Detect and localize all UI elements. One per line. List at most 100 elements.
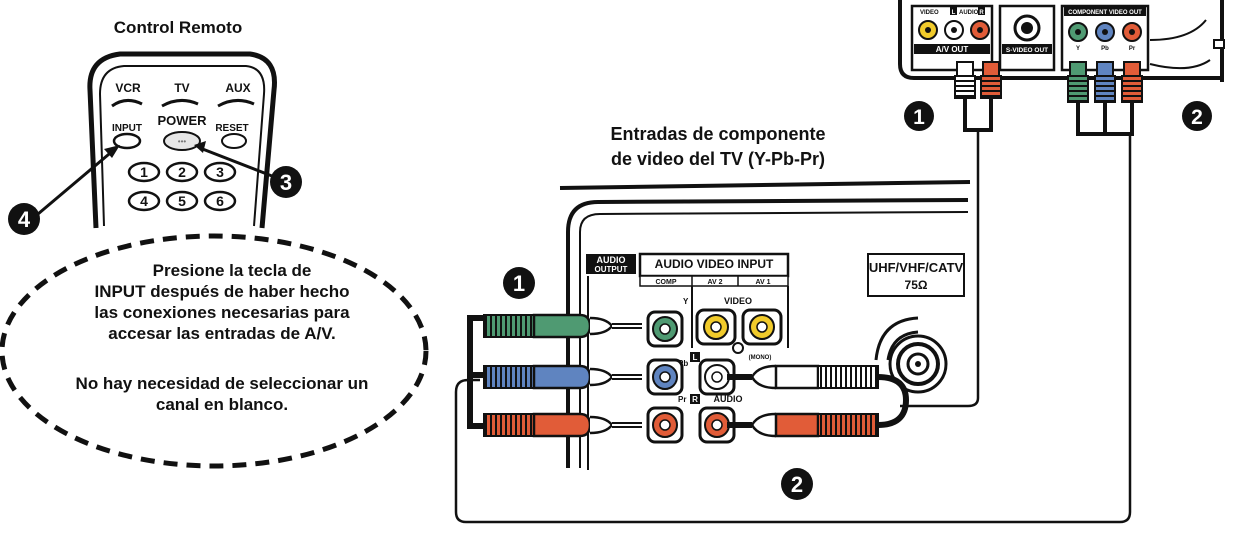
antenna-label-line-2: 75Ω bbox=[905, 278, 928, 292]
key-3[interactable] bbox=[203, 161, 237, 183]
note-bubble: Presione la tecla de INPUT después de ha… bbox=[0, 233, 429, 469]
key-5-label: 5 bbox=[178, 193, 186, 209]
src-pr-jack-pin bbox=[1129, 29, 1135, 35]
reset-button[interactable] bbox=[221, 133, 247, 149]
tv-audio-l-jack-center bbox=[711, 371, 723, 383]
cable-runs bbox=[454, 130, 1132, 524]
svideo-jack-core bbox=[1021, 22, 1033, 34]
component-out-label: COMPONENT VIDEO OUT bbox=[1068, 10, 1142, 16]
src-audio-r-jack-pin bbox=[977, 27, 983, 33]
source-av-plugs bbox=[954, 61, 1002, 132]
callout-1-source-text: 1 bbox=[913, 106, 925, 129]
remote-title: Control Remoto bbox=[114, 18, 242, 37]
tv-pr-label: Pr bbox=[678, 395, 686, 404]
src-audio-label: AUDIO bbox=[959, 10, 979, 16]
key-4[interactable] bbox=[127, 190, 161, 212]
av2-label: AV 2 bbox=[707, 279, 722, 286]
antenna-arc-inner bbox=[886, 330, 919, 361]
input-button[interactable] bbox=[112, 132, 142, 150]
svideo-label-bar bbox=[1002, 44, 1052, 54]
tv-label-line-1: Entradas de componente bbox=[610, 124, 825, 144]
tv-av-plugs bbox=[727, 364, 910, 438]
tv-mono-label: (MONO) bbox=[749, 355, 772, 361]
callout-4-text: 4 bbox=[18, 207, 31, 232]
key-6-label: 6 bbox=[216, 193, 224, 209]
power-button-dots: ••• bbox=[178, 137, 187, 146]
key-2[interactable] bbox=[165, 161, 199, 183]
callout-2-tv bbox=[781, 468, 813, 500]
component-out-label-bar bbox=[1064, 7, 1146, 16]
device-edge-curve-2 bbox=[1149, 59, 1211, 70]
callout-1-tv-text: 1 bbox=[513, 271, 525, 296]
key-5[interactable] bbox=[165, 190, 199, 212]
antenna-arc-outer bbox=[874, 316, 919, 361]
callout-3 bbox=[270, 166, 302, 198]
aux-button[interactable] bbox=[217, 99, 255, 108]
tv-y-jack-center bbox=[659, 323, 671, 335]
av1-label: AV 1 bbox=[755, 279, 770, 286]
power-label: POWER bbox=[157, 113, 207, 128]
source-component-plugs bbox=[1067, 61, 1143, 136]
callout-2-tv-text: 2 bbox=[791, 472, 803, 497]
vcr-label: VCR bbox=[115, 81, 141, 95]
key-1-label: 1 bbox=[140, 164, 148, 180]
note-line-1: Presione la tecla de bbox=[153, 261, 312, 280]
input-label: INPUT bbox=[112, 123, 142, 134]
tv-video-label: VIDEO bbox=[724, 296, 752, 306]
src-audio-l-jack-pin bbox=[951, 27, 957, 33]
power-button[interactable] bbox=[163, 131, 201, 151]
tv-label-line-2: de video del TV (Y-Pb-Pr) bbox=[611, 149, 825, 169]
note-line-5: No hay necesidad de seleccionar un bbox=[76, 374, 369, 393]
tv-pb-label: Pb bbox=[678, 359, 688, 368]
callout-1-source bbox=[904, 101, 934, 131]
tv-r-badge bbox=[690, 394, 700, 404]
tv-jack-divider-dot bbox=[732, 342, 744, 354]
src-l-label: L bbox=[952, 10, 956, 16]
audio-output-line-1: AUDIO bbox=[597, 255, 626, 265]
note-line-4: accesar las entradas de A/V. bbox=[108, 324, 335, 343]
tv-label: TV bbox=[174, 81, 189, 95]
src-pb-label: Pb bbox=[1101, 46, 1109, 52]
key-2-label: 2 bbox=[178, 164, 186, 180]
callout-4 bbox=[8, 203, 40, 235]
input-arrow bbox=[37, 147, 116, 216]
power-arrow bbox=[199, 146, 273, 178]
tv-y-label: Y bbox=[683, 297, 689, 306]
tv-component-plugs bbox=[467, 313, 642, 438]
key-1[interactable] bbox=[127, 161, 161, 183]
src-pr-label: Pr bbox=[1129, 46, 1136, 52]
note-line-6: canal en blanco. bbox=[156, 395, 288, 414]
vcr-button[interactable] bbox=[111, 99, 143, 108]
tv-button[interactable] bbox=[161, 99, 199, 108]
antenna-connector-pin bbox=[915, 361, 921, 367]
audio-output-line-2: OUTPUT bbox=[595, 265, 628, 274]
av-out-label-bar bbox=[914, 44, 990, 54]
src-l-badge bbox=[950, 7, 957, 15]
tv-l-label: L bbox=[693, 353, 698, 362]
antenna-label-line-1: UHF/VHF/CATV bbox=[869, 260, 964, 275]
tv-av1-video-jack-center bbox=[756, 321, 768, 333]
source-device: VIDEO L AUDIO R A/V OUT S-VIDEO OUT COMP… bbox=[898, 0, 1225, 136]
svideo-label: S-VIDEO OUT bbox=[1006, 47, 1048, 54]
src-y-jack-pin bbox=[1075, 29, 1081, 35]
device-foot bbox=[1213, 39, 1225, 49]
input-arrowhead bbox=[104, 145, 120, 158]
tv-l-badge bbox=[690, 352, 700, 362]
number-keys: 1 2 3 4 5 6 bbox=[127, 161, 237, 212]
antenna-label-box bbox=[867, 253, 965, 297]
src-r-label: R bbox=[979, 10, 984, 16]
callout-3-text: 3 bbox=[280, 170, 292, 195]
av-out-label: A/V OUT bbox=[936, 45, 969, 54]
avi-header-label: AUDIO VIDEO INPUT bbox=[655, 257, 774, 271]
callout-2-source bbox=[1182, 101, 1212, 131]
callout-2-source-text: 2 bbox=[1191, 106, 1203, 129]
tv-pb-jack-center bbox=[659, 371, 671, 383]
key-3-label: 3 bbox=[216, 164, 224, 180]
tv-av2-video-jack-center bbox=[710, 321, 722, 333]
key-6[interactable] bbox=[203, 190, 237, 212]
key-4-label: 4 bbox=[140, 193, 148, 209]
tv-pr-jack-center bbox=[659, 419, 671, 431]
src-y-label: Y bbox=[1076, 46, 1080, 52]
note-line-2: INPUT después de haber hecho bbox=[94, 282, 349, 301]
